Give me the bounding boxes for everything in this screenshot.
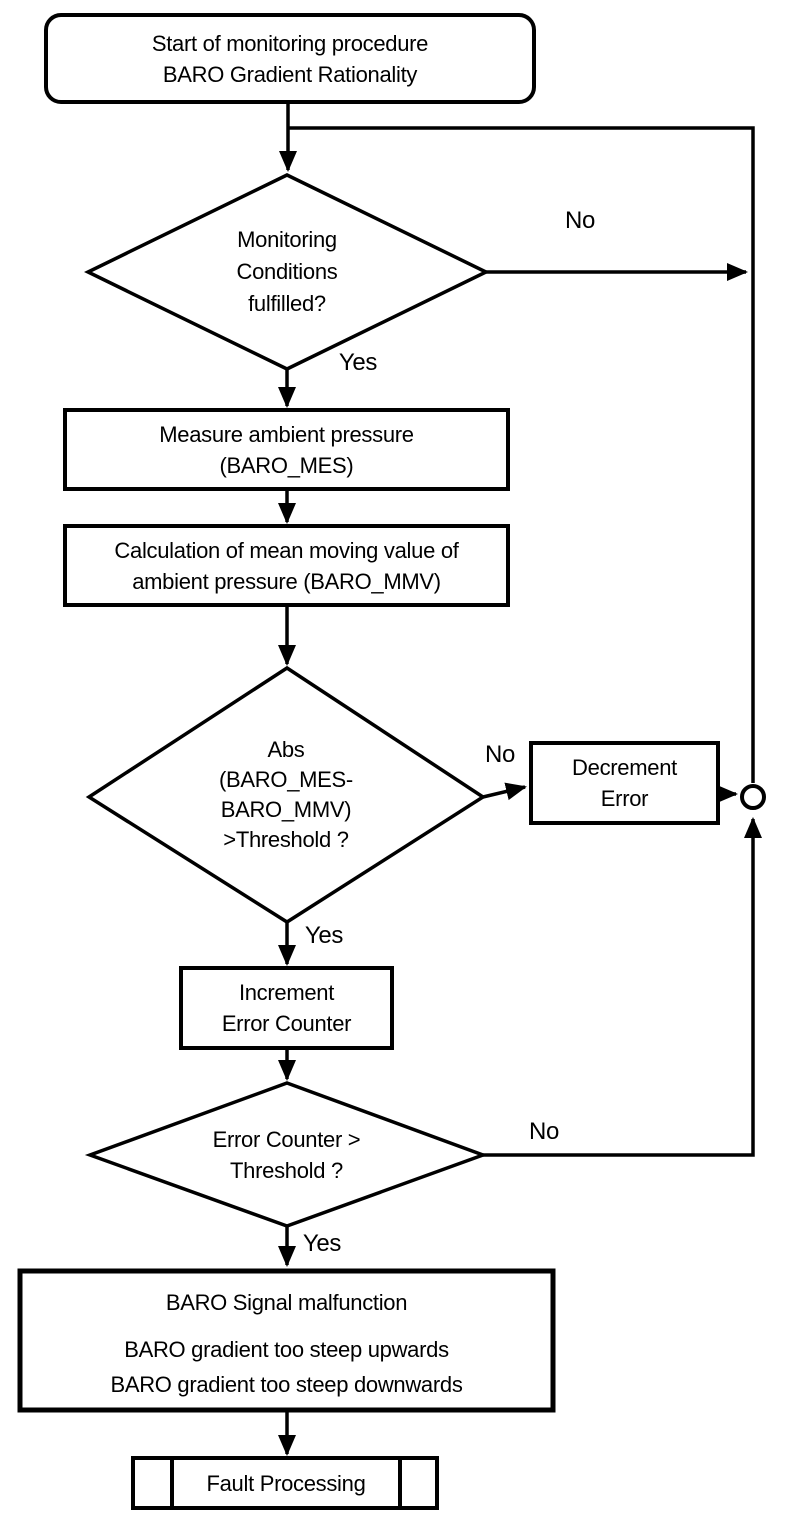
malfunction-node-shape [17,1268,556,1413]
monitoring-no-label: No [564,207,596,234]
edge-counter-no [483,817,762,1157]
abs-no-label: No [484,741,516,768]
start-node-shape [44,13,536,104]
monitoring-decision-label: Monitoring Conditions fulfilled? [236,227,338,316]
abs-decision-label: Abs (BARO_MES- BARO_MMV) >Threshold ? [219,737,353,852]
malfunction-body: BARO gradient too steep upwards BARO gra… [110,1337,463,1397]
counter-yes-label: Yes [302,1230,342,1257]
counter-no-label: No [528,1118,560,1145]
decrement-node-shape [529,741,720,825]
measure-node-label: Measure ambient pressure (BARO_MES) [159,421,414,478]
fault-node-shape [131,1456,439,1510]
fault-node-side-bars [170,1458,402,1508]
edge-return-loop-top [288,126,755,783]
start-node-label: Start of monitoring procedure BARO Gradi… [151,30,429,87]
increment-node-label: Increment Error Counter [221,980,352,1036]
malfunction-title: BARO Signal malfunction [165,1290,408,1315]
edge-abs-no [482,782,527,801]
malfunction-node-label: BARO Signal malfunction BARO gradient to… [24,1274,549,1407]
decrement-node-label: Decrement Error [572,755,677,811]
calc-node-label: Calculation of mean moving value of ambi… [114,537,459,594]
monitoring-yes-label: Yes [338,349,378,376]
calc-node-shape [63,524,510,607]
fault-node-label: Fault Processing [206,1470,366,1496]
abs-yes-label: Yes [304,922,344,949]
junction-connector-circle [740,784,766,810]
counter-decision-label: Error Counter > Threshold ? [212,1126,361,1183]
